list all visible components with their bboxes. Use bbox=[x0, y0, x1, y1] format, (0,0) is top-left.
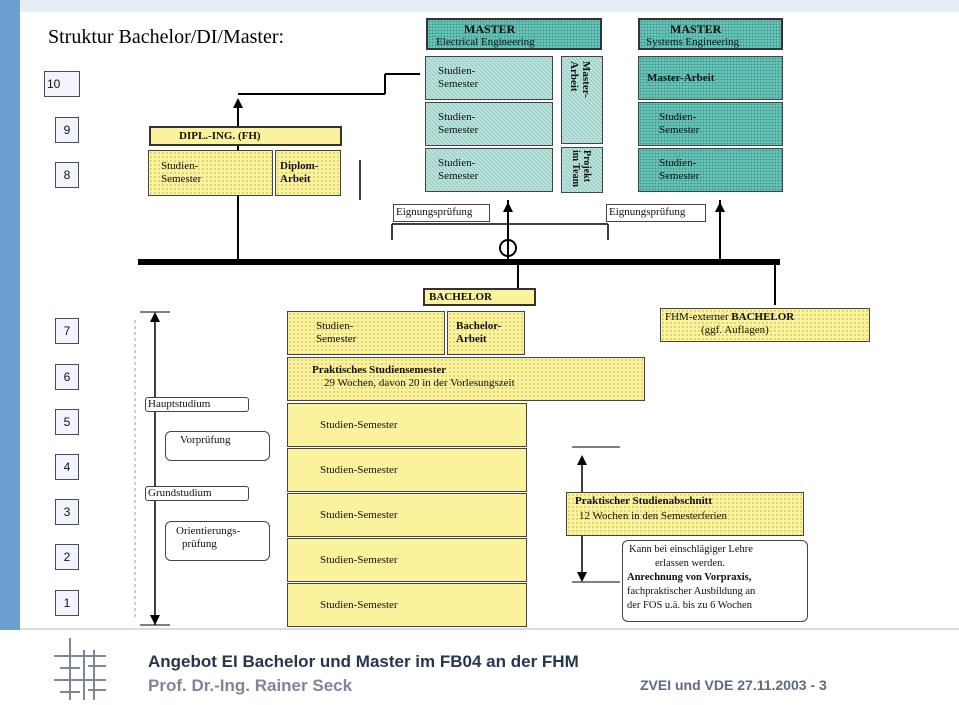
master-se-studien-2: Studien- Semester bbox=[638, 102, 783, 146]
fhm-extern-prefix: FHM-externer bbox=[665, 311, 732, 323]
studien-line-2: Semester bbox=[161, 173, 202, 185]
arbeit-line-2: Arbeit bbox=[456, 333, 487, 345]
left-accent-band bbox=[0, 0, 20, 630]
studien-line-2: Semester bbox=[316, 333, 357, 345]
praktischer-sub: 12 Wochen in den Semesterferien bbox=[579, 510, 727, 522]
grundstudium-label: Grundstudium bbox=[145, 486, 249, 501]
studien-line-1: Studien- bbox=[438, 65, 476, 77]
semester-box-7: 7 bbox=[55, 318, 79, 344]
note-line-2: erlassen werden. bbox=[655, 558, 725, 569]
praktischer-title: Praktischer Studienabschnitt bbox=[575, 495, 713, 507]
diplom-title: DIPL.-ING. (FH) bbox=[179, 130, 261, 142]
vorpruefung-label: Vorprüfung bbox=[165, 431, 270, 461]
studien-semester-3: Studien-Semester bbox=[287, 493, 527, 537]
eignung-box-left: Eignungsprüfung bbox=[393, 204, 490, 222]
hinweis-note: Kann bei einschlägiger Lehre erlassen we… bbox=[622, 540, 808, 622]
master-ee-studien-2: Studien- Semester bbox=[425, 102, 553, 146]
note-line-4: fachpraktischer Ausbildung an bbox=[627, 586, 756, 597]
footer-divider bbox=[20, 628, 959, 630]
praktischer-studienabschnitt: Praktischer Studienabschnitt 12 Wochen i… bbox=[566, 492, 804, 536]
semester-box-10: 10 bbox=[44, 71, 80, 97]
master-ee-title: MASTER bbox=[464, 22, 516, 36]
fhm-extern-sub: (ggf. Auflagen) bbox=[701, 324, 769, 336]
semester-box-8: 8 bbox=[55, 162, 79, 188]
studien-semester-2: Studien-Semester bbox=[287, 538, 527, 582]
orientierung-line-1: Orientierungs- bbox=[176, 525, 241, 537]
bus-line bbox=[138, 259, 780, 265]
studien-line-2: Semester bbox=[659, 124, 700, 136]
semester-box-4: 4 bbox=[55, 454, 79, 480]
bachelor-arbeit: Bachelor- Arbeit bbox=[447, 311, 525, 355]
arbeit-line-2: Arbeit bbox=[280, 173, 311, 185]
master-ee-projekt: Projekt im Team bbox=[561, 147, 603, 193]
footer-author: Prof. Dr.-Ing. Rainer Seck bbox=[148, 676, 353, 695]
master-ee-subtitle: Electrical Engineering bbox=[436, 36, 535, 48]
studien-line-1: Studien- bbox=[316, 320, 354, 332]
top-strip bbox=[20, 0, 959, 12]
master-ee-masterarbeit: Master- Arbeit bbox=[561, 56, 603, 144]
master-se-title: MASTER bbox=[670, 22, 722, 36]
master-ee-header: MASTER Electrical Engineering bbox=[426, 18, 602, 50]
studien-line-2: Semester bbox=[659, 170, 700, 182]
orientierung-line-2: prüfung bbox=[182, 538, 217, 550]
fhm-extern-bold: BACHELOR bbox=[731, 311, 795, 323]
diplom-studien: Studien- Semester bbox=[148, 150, 273, 196]
arbeit-line-1: Diplom- bbox=[280, 160, 319, 172]
master-ee-studien-3: Studien- Semester bbox=[425, 56, 553, 100]
master-ee-studien-1: Studien- Semester bbox=[425, 148, 553, 192]
studien-semester-5: Studien-Semester bbox=[287, 403, 527, 447]
bachelor-header: BACHELOR bbox=[423, 288, 536, 306]
projekt-vertical-text: Projekt im Team bbox=[570, 150, 592, 187]
master-se-masterarbeit: Master-Arbeit bbox=[638, 56, 783, 100]
studien-line-1: Studien- bbox=[161, 160, 199, 172]
studien-line-2: Semester bbox=[438, 170, 479, 182]
footer-title: Angebot EI Bachelor und Master im FB04 a… bbox=[148, 652, 579, 671]
diplom-arbeit: Diplom- Arbeit bbox=[275, 150, 341, 196]
master-se-masterarbeit-label: Master-Arbeit bbox=[647, 71, 715, 84]
studien-line-1: Studien- bbox=[659, 157, 697, 169]
semester-box-9: 9 bbox=[55, 117, 79, 143]
master-se-subtitle: Systems Engineering bbox=[646, 36, 740, 48]
studien-line-2: Semester bbox=[438, 124, 479, 136]
praktisches-title: Praktisches Studiensemester bbox=[312, 364, 447, 376]
semester-box-3: 3 bbox=[55, 499, 79, 525]
semester-box-5: 5 bbox=[55, 409, 79, 435]
bachelor-studien: Studien- Semester bbox=[287, 311, 445, 355]
fhm-logo-icon bbox=[54, 638, 106, 700]
studien-line-1: Studien- bbox=[438, 157, 476, 169]
studien-line-1: Studien- bbox=[438, 111, 476, 123]
praktisches-sub: 29 Wochen, davon 20 in der Vorlesungszei… bbox=[324, 377, 515, 389]
master-se-header: MASTER Systems Engineering bbox=[638, 18, 783, 50]
hauptstudium-label: Hauptstudium bbox=[145, 397, 249, 412]
semester-box-1: 1 bbox=[55, 590, 79, 616]
semester-box-2: 2 bbox=[55, 544, 79, 570]
studien-semester-1: Studien-Semester bbox=[287, 583, 527, 627]
master-se-studien-1: Studien- Semester bbox=[638, 148, 783, 192]
eignung-box-right: Eignungsprüfung bbox=[606, 204, 706, 222]
note-line-1: Kann bei einschlägiger Lehre bbox=[629, 544, 753, 555]
studien-line-2: Semester bbox=[438, 78, 479, 90]
slide-title: Struktur Bachelor/DI/Master: bbox=[48, 26, 285, 48]
orientierungspruefung-label: Orientierungs- prüfung bbox=[165, 521, 270, 561]
diplom-header: DIPL.-ING. (FH) bbox=[149, 126, 342, 146]
masterarbeit-vertical-text: Master- Arbeit bbox=[568, 61, 592, 98]
semester-box-6: 6 bbox=[55, 364, 79, 390]
fhm-externer-bachelor: FHM-externer BACHELOR (ggf. Auflagen) bbox=[660, 308, 870, 342]
studien-line-1: Studien- bbox=[659, 111, 697, 123]
arbeit-line-1: Bachelor- bbox=[456, 320, 502, 332]
note-line-5: der FOS u.ä. bis zu 6 Wochen bbox=[627, 600, 752, 611]
praktisches-studiensemester: Praktisches Studiensemester 29 Wochen, d… bbox=[287, 357, 645, 401]
note-line-3: Anrechnung von Vorpraxis, bbox=[627, 572, 752, 583]
bachelor-title: BACHELOR bbox=[429, 291, 492, 303]
studien-semester-4: Studien-Semester bbox=[287, 448, 527, 492]
footer-page-info: ZVEI und VDE 27.11.2003 - 3 bbox=[640, 677, 827, 693]
